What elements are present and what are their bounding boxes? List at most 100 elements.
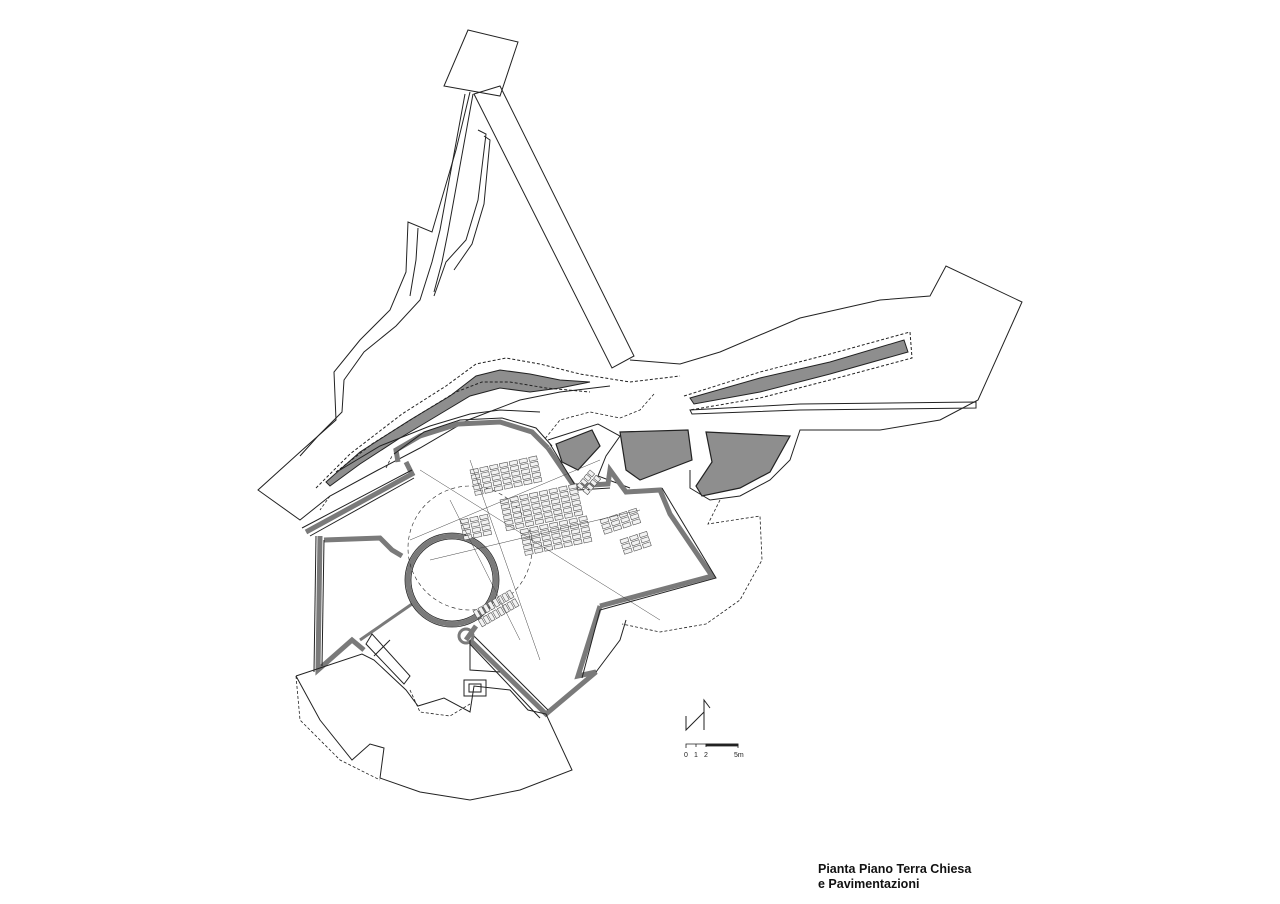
pew (487, 600, 496, 611)
pew (562, 507, 573, 514)
pew (521, 504, 531, 511)
pew (620, 516, 630, 524)
pew (621, 542, 631, 550)
pew (571, 533, 582, 541)
pew (560, 496, 570, 503)
pew (631, 518, 642, 526)
pew (587, 469, 596, 478)
pew (581, 531, 592, 538)
pew (523, 479, 533, 486)
pew (530, 466, 540, 473)
pew (511, 470, 521, 477)
pew (623, 547, 633, 555)
pew (463, 534, 473, 541)
pew (520, 468, 531, 475)
pew-block (499, 483, 584, 532)
pew (489, 463, 499, 471)
pew (550, 498, 561, 505)
pew (473, 484, 483, 491)
scale-label-5m: 5m (734, 752, 744, 759)
pew (632, 544, 643, 552)
pew (531, 471, 542, 478)
pew (558, 519, 569, 526)
pew (492, 609, 501, 619)
pew (541, 534, 551, 541)
pew (510, 501, 520, 508)
pew (481, 476, 492, 483)
pew (561, 501, 572, 508)
pew (580, 526, 590, 533)
pew (500, 467, 510, 474)
pew (480, 471, 490, 478)
pew (543, 511, 553, 518)
pew (532, 507, 542, 515)
pew (630, 539, 641, 547)
pew (570, 494, 580, 501)
pew (593, 474, 602, 483)
pew (472, 532, 483, 539)
pew (571, 499, 581, 506)
pew (601, 522, 611, 530)
pew (529, 525, 539, 533)
pew-block (599, 507, 642, 535)
pew (461, 528, 472, 536)
pew (622, 521, 632, 529)
pew (501, 472, 511, 479)
pew (572, 504, 583, 512)
pew (533, 547, 544, 554)
pew (512, 512, 523, 519)
planter-small (555, 429, 601, 471)
pew (480, 519, 490, 526)
scale-label-1: 1 (694, 752, 698, 759)
pew (521, 538, 532, 546)
planters (315, 331, 977, 497)
pew (487, 612, 496, 622)
east-boundary (629, 265, 1023, 501)
pew (501, 603, 510, 614)
pew (482, 482, 493, 489)
scale-label-2: 2 (704, 752, 708, 759)
pew (509, 495, 519, 503)
pew (519, 462, 530, 470)
pew-block (472, 589, 520, 628)
pew (459, 517, 470, 525)
planter-center-2 (695, 431, 791, 497)
pew (569, 488, 579, 496)
pew (541, 500, 551, 507)
pew-block (576, 469, 602, 496)
apse-wall (393, 419, 550, 463)
pew (511, 598, 520, 608)
pew (642, 541, 652, 549)
pew-block (519, 515, 593, 556)
pew (619, 537, 630, 545)
pew (561, 530, 571, 537)
pew (470, 521, 480, 528)
pew (519, 527, 530, 535)
pew (506, 589, 515, 600)
pew-block (619, 530, 652, 555)
pew (471, 478, 482, 486)
scale-label-0: 0 (684, 752, 688, 759)
pew (512, 475, 522, 483)
pew (539, 495, 550, 502)
pew (490, 469, 500, 476)
pew (524, 520, 535, 528)
pew (508, 459, 519, 466)
pew (513, 517, 524, 524)
pew (538, 489, 549, 496)
pew (562, 535, 572, 543)
drawing-title-line-2: e Pavimentazioni (818, 877, 920, 891)
pew (568, 517, 578, 524)
pew (563, 541, 573, 548)
pew (528, 491, 539, 499)
pew (569, 522, 580, 530)
pew (629, 534, 639, 542)
pew (638, 530, 649, 539)
pew (534, 518, 545, 525)
planter-west (325, 369, 591, 487)
pew (503, 483, 513, 490)
pew (501, 592, 510, 603)
pew (532, 477, 543, 484)
pew (531, 536, 542, 543)
pew (479, 465, 489, 473)
